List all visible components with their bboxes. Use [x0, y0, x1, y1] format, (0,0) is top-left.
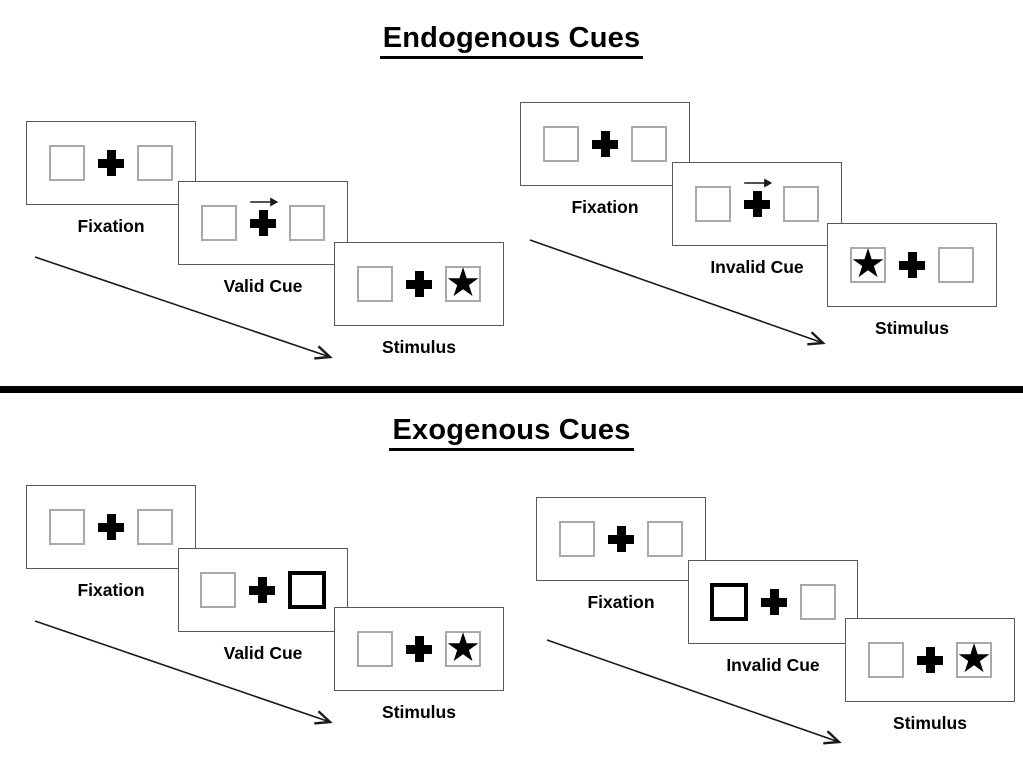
- fixation-screen: [26, 485, 196, 569]
- left-box: [868, 642, 904, 678]
- left-box: [695, 186, 731, 222]
- fixation-center: [592, 131, 618, 157]
- endo-valid-stimulus-step: ★ Stimulus: [334, 242, 504, 358]
- right-box: [137, 509, 173, 545]
- right-box-with-star: ★: [956, 636, 992, 682]
- fixation-cross-icon: [608, 526, 634, 552]
- step-label: Invalid Cue: [726, 655, 820, 675]
- endo-invalid-stimulus-step: ★ Stimulus: [827, 223, 997, 339]
- fixation-center: [917, 647, 943, 673]
- cue-screen: [178, 181, 348, 265]
- step-label: Fixation: [571, 197, 639, 217]
- right-box: [631, 126, 667, 162]
- fixation-cross-icon: [761, 589, 787, 615]
- fixation-center: [761, 589, 787, 615]
- right-box-with-star: ★: [445, 625, 481, 671]
- exogenous-section-title: Exogenous Cues: [0, 414, 1023, 451]
- stimulus-screen: ★: [845, 618, 1015, 702]
- section-divider: [0, 386, 1023, 393]
- exogenous-title-text: Exogenous Cues: [389, 414, 634, 451]
- fixation-cross-icon: [917, 647, 943, 673]
- step-label: Stimulus: [893, 713, 967, 733]
- left-box: [543, 126, 579, 162]
- fixation-center: [608, 526, 634, 552]
- right-box: [647, 521, 683, 557]
- cue-screen: [688, 560, 858, 644]
- fixation-screen: [536, 497, 706, 581]
- fixation-center: [249, 577, 275, 603]
- exo-invalid-fixation-step: Fixation: [536, 497, 706, 613]
- exo-valid-stimulus-step: ★ Stimulus: [334, 607, 504, 723]
- right-box: [137, 145, 173, 181]
- right-box-with-star: ★: [445, 260, 481, 306]
- fixation-cross-icon: [98, 150, 124, 176]
- endo-invalid-cue-step: Invalid Cue: [672, 162, 842, 278]
- step-label: Stimulus: [382, 337, 456, 357]
- fixation-cross-icon: [899, 252, 925, 278]
- right-box: [800, 584, 836, 620]
- fixation-cross-icon: [249, 577, 275, 603]
- exo-invalid-cue-step: Invalid Cue: [688, 560, 858, 676]
- step-label: Fixation: [587, 592, 655, 612]
- fixation-screen: [26, 121, 196, 205]
- endo-valid-cue-step: Valid Cue: [178, 181, 348, 297]
- right-arrow-cue-icon: [250, 197, 279, 207]
- fixation-center: [744, 178, 773, 217]
- right-arrow-cue-icon: [744, 178, 773, 188]
- star-stimulus-icon: ★: [445, 260, 481, 306]
- endo-valid-fixation-step: Fixation: [26, 121, 196, 237]
- exo-invalid-stimulus-step: ★ Stimulus: [845, 618, 1015, 734]
- stimulus-screen: ★: [827, 223, 997, 307]
- right-box: [783, 186, 819, 222]
- fixation-center: [899, 252, 925, 278]
- fixation-screen: [520, 102, 690, 186]
- fixation-center: [98, 150, 124, 176]
- left-box: [201, 205, 237, 241]
- cue-screen: [672, 162, 842, 246]
- left-box: [200, 572, 236, 608]
- left-box: [559, 521, 595, 557]
- cue-screen: [178, 548, 348, 632]
- left-box: [49, 509, 85, 545]
- left-box: [357, 631, 393, 667]
- fixation-cross-icon: [406, 636, 432, 662]
- step-label: Invalid Cue: [710, 257, 804, 277]
- right-box: [938, 247, 974, 283]
- step-label: Valid Cue: [223, 276, 303, 296]
- star-stimulus-icon: ★: [850, 241, 886, 287]
- stimulus-screen: ★: [334, 242, 504, 326]
- star-stimulus-icon: ★: [445, 625, 481, 671]
- fixation-center: [98, 514, 124, 540]
- step-label: Stimulus: [382, 702, 456, 722]
- step-label: Valid Cue: [223, 643, 303, 663]
- step-label: Fixation: [77, 580, 145, 600]
- step-label: Stimulus: [875, 318, 949, 338]
- fixation-cross-icon: [250, 210, 276, 236]
- right-box: [289, 205, 325, 241]
- fixation-center: [406, 636, 432, 662]
- step-label: Fixation: [77, 216, 145, 236]
- stimulus-screen: ★: [334, 607, 504, 691]
- right-box-highlighted-cue: [288, 571, 326, 609]
- endogenous-section-title: Endogenous Cues: [0, 22, 1023, 59]
- star-stimulus-icon: ★: [956, 636, 992, 682]
- exo-valid-cue-step: Valid Cue: [178, 548, 348, 664]
- fixation-cross-icon: [406, 271, 432, 297]
- exo-valid-fixation-step: Fixation: [26, 485, 196, 601]
- fixation-cross-icon: [744, 191, 770, 217]
- fixation-center: [406, 271, 432, 297]
- endogenous-title-text: Endogenous Cues: [379, 22, 644, 59]
- left-box-with-star: ★: [850, 241, 886, 287]
- endo-invalid-fixation-step: Fixation: [520, 102, 690, 218]
- fixation-center: [250, 197, 279, 236]
- left-box-highlighted-cue: [710, 583, 748, 621]
- left-box: [49, 145, 85, 181]
- fixation-cross-icon: [98, 514, 124, 540]
- fixation-cross-icon: [592, 131, 618, 157]
- left-box: [357, 266, 393, 302]
